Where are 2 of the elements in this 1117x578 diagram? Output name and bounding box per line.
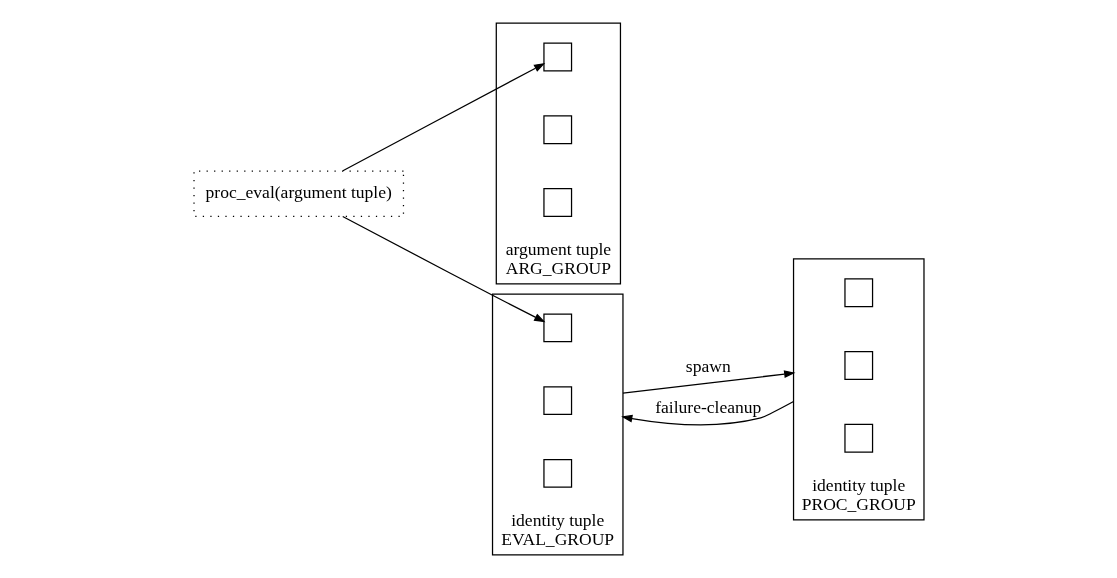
edge-label: spawn — [685, 356, 731, 377]
edge-label: failure-cleanup — [654, 397, 761, 418]
